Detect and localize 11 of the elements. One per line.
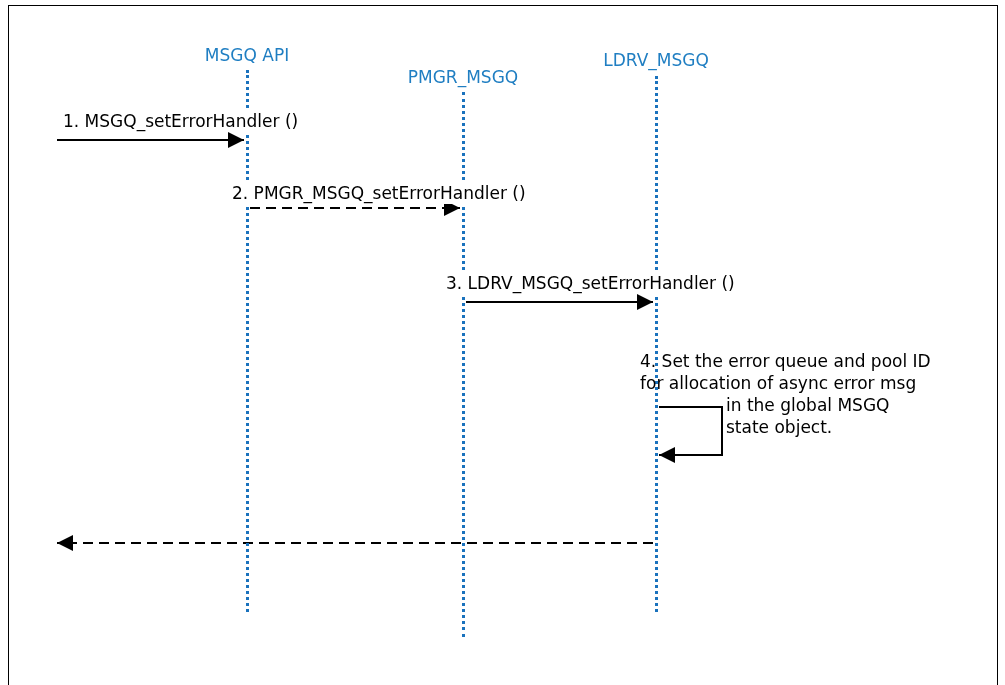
edge-label: 2. PMGR_MSGQ_setErrorHandler () — [232, 182, 526, 204]
lifeline-title: PMGR_MSGQ — [407, 67, 519, 87]
message-arrow — [465, 294, 654, 310]
edge-label: 3. LDRV_MSGQ_setErrorHandler () — [446, 272, 735, 294]
edge-label: 1. MSGQ_setErrorHandler () — [63, 110, 299, 132]
lifeline-title: LDRV_MSGQ — [603, 50, 709, 70]
lifeline-title: MSGQ API — [204, 45, 290, 65]
self-message-arrow — [658, 406, 723, 463]
edge-label: 4. Set the error queue and pool ID for allocation of async error msg in the global MSGQ state object. — [640, 350, 932, 438]
message-arrow — [56, 535, 654, 551]
message-arrow — [56, 132, 245, 148]
